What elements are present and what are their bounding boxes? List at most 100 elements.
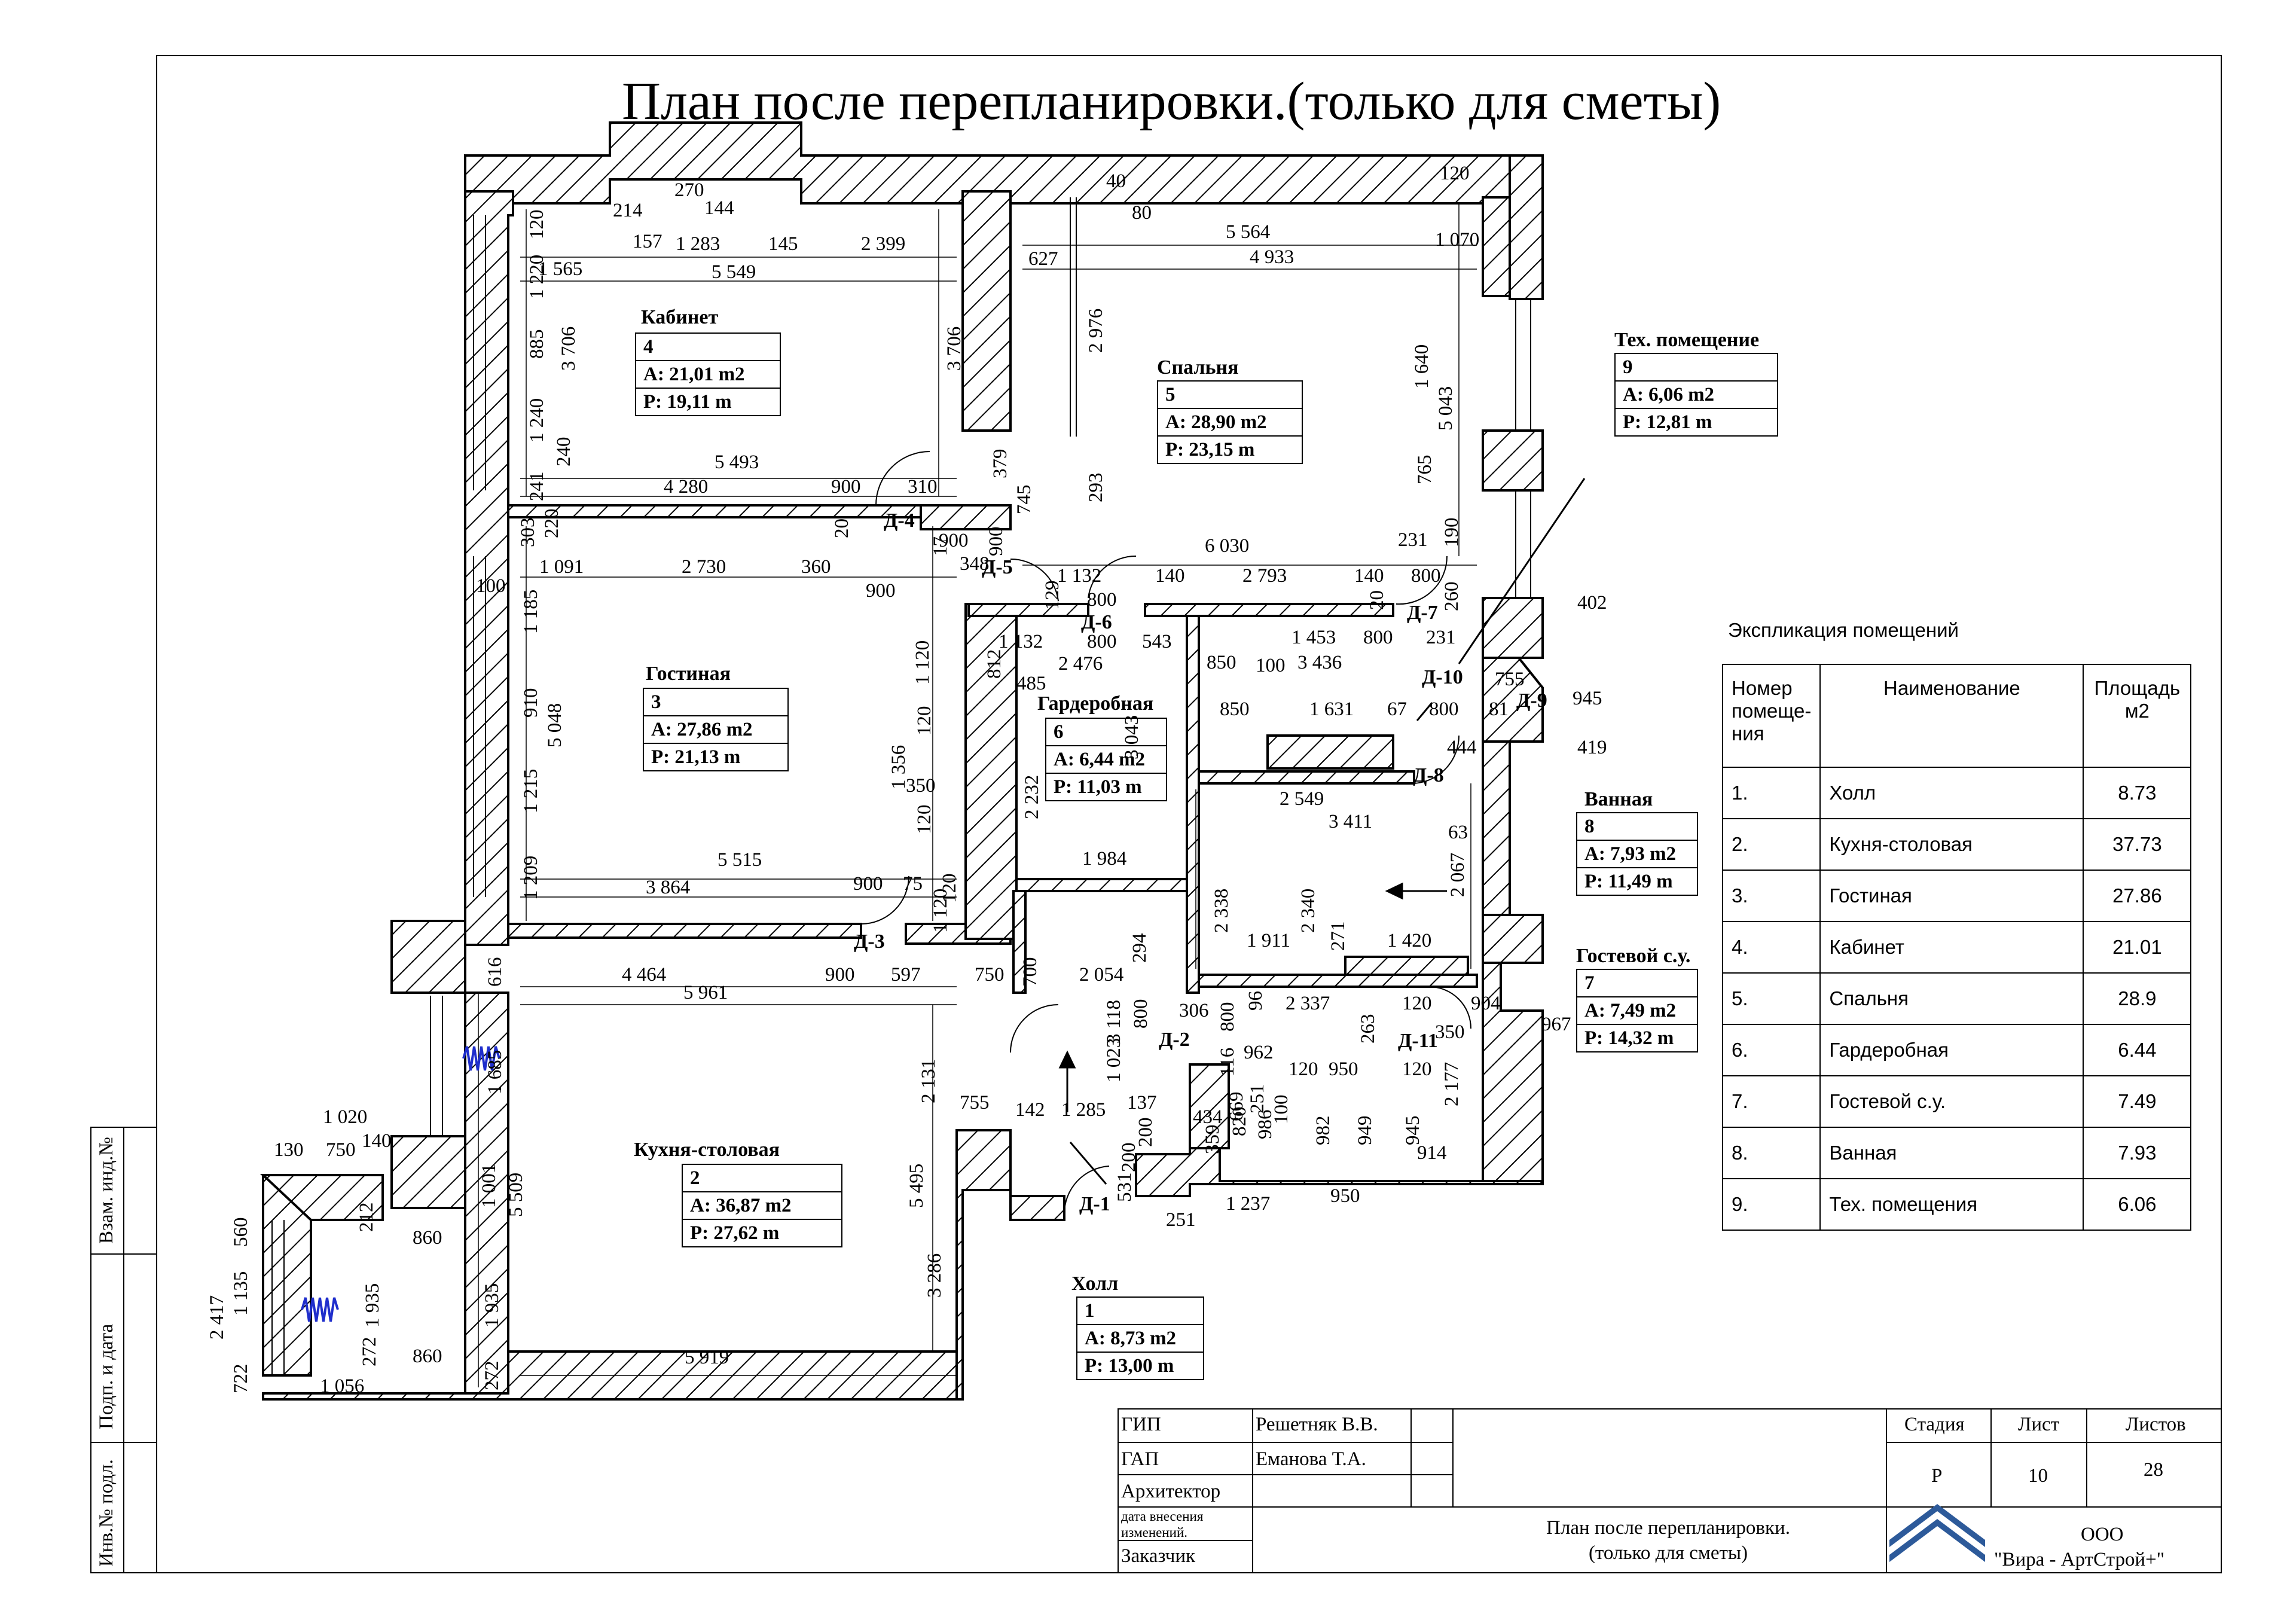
door-tag: Д-2 xyxy=(1159,1029,1190,1051)
stamp-sheets: 28 xyxy=(2144,1459,2163,1481)
dimension-label-vertical: 982 xyxy=(1312,1115,1334,1146)
dimension-label: 444 xyxy=(1447,737,1477,758)
dimension-label: 120 xyxy=(1402,993,1432,1014)
dimension-label-vertical: 765 xyxy=(1414,454,1436,485)
dimension-label-vertical: 260 xyxy=(1441,581,1463,612)
stamp-changes: дата внесения изменений. xyxy=(1121,1509,1204,1540)
room-perimeter: P: 13,00 m xyxy=(1077,1352,1203,1379)
dimension-label: 2 337 xyxy=(1286,993,1330,1014)
dimension-label-vertical: 949 xyxy=(1354,1115,1376,1146)
dimension-label: 270 xyxy=(674,179,704,201)
room-area: A: 21,01 m2 xyxy=(636,360,780,388)
dimension-label-vertical: 212 xyxy=(356,1202,377,1232)
dimension-label-vertical: 722 xyxy=(230,1363,252,1394)
dimension-label: 100 xyxy=(476,575,506,597)
room-perimeter: P: 11,03 m xyxy=(1046,773,1166,800)
dimension-label: 67 xyxy=(1387,698,1407,720)
stamp-sheet: 10 xyxy=(2028,1465,2048,1487)
dimension-label: 850 xyxy=(1207,652,1236,673)
room-area: A: 36,87 m2 xyxy=(683,1191,841,1219)
dimension-label: 80 xyxy=(1132,202,1152,224)
stamp-gap-name: Еманова Т.А. xyxy=(1256,1448,1366,1470)
door-tag: Д-11 xyxy=(1398,1030,1438,1052)
dimension-label: 419 xyxy=(1577,737,1607,758)
dimension-label-vertical: 120 xyxy=(526,209,548,240)
dimension-label-vertical: 1 023 xyxy=(1103,1038,1125,1082)
dimension-label: 1 631 xyxy=(1309,698,1354,720)
room-box-tech: 9 A: 6,06 m2 P: 12,81 m xyxy=(1614,353,1778,437)
dimension-label-vertical: 294 xyxy=(1129,933,1150,963)
room-name-guest-wc: Гостевой с.у. xyxy=(1576,945,1691,967)
stamp-architect: Архитектор xyxy=(1121,1481,1221,1502)
dimension-lines xyxy=(478,203,1477,1387)
page-title: План после перепланировки.(только для см… xyxy=(622,72,1721,131)
dimension-label-vertical: 5 048 xyxy=(544,703,566,748)
room-box-bathroom: 8 A: 7,93 m2 P: 11,49 m xyxy=(1576,812,1698,896)
room-name-kitchen: Кухня-столовая xyxy=(634,1139,780,1161)
dimension-label: 627 xyxy=(1028,248,1058,270)
dimension-label-vertical: 17 xyxy=(930,536,951,556)
room-perimeter: P: 12,81 m xyxy=(1616,408,1777,435)
walls xyxy=(259,121,1544,1401)
dimension-label: 5 493 xyxy=(715,451,759,473)
dimension-label-vertical: 669 xyxy=(1226,1091,1247,1122)
dimension-label: 750 xyxy=(975,964,1004,986)
dimension-label-vertical: 1 135 xyxy=(230,1271,252,1316)
dimension-label-vertical: 2 417 xyxy=(206,1295,228,1340)
dimension-label: 945 xyxy=(1573,688,1602,709)
stamp-sheets-header: Листов xyxy=(2126,1414,2186,1435)
dimension-label-vertical: 5 043 xyxy=(1435,386,1457,431)
dimension-label: 2 549 xyxy=(1280,788,1324,810)
dimension-label: 3 436 xyxy=(1297,652,1342,673)
dimension-label: 750 xyxy=(326,1139,356,1161)
dimension-label-vertical: 800 xyxy=(1217,1002,1238,1032)
dimension-label-vertical: 200 xyxy=(1135,1117,1156,1148)
dimension-label: 800 xyxy=(1411,565,1441,587)
room-name-bedroom: Спальня xyxy=(1157,356,1239,379)
windows xyxy=(271,197,1531,1375)
dimension-label-vertical: 1 240 xyxy=(526,398,548,443)
dimension-label: 900 xyxy=(939,530,969,551)
dimension-label-vertical: 100 xyxy=(1271,1094,1292,1125)
dimension-label-vertical: 531 xyxy=(1114,1172,1135,1203)
dimension-label-vertical: 96 xyxy=(1245,991,1266,1011)
dimension-label: 145 xyxy=(768,233,798,255)
door-swings xyxy=(860,451,1471,1215)
room-number: 2 xyxy=(690,1167,700,1189)
dimension-label: 402 xyxy=(1577,592,1607,614)
explication-title: Экспликация помещений xyxy=(1728,619,1959,641)
dimension-label-vertical: 240 xyxy=(553,437,575,467)
dimension-label: 904 xyxy=(1471,993,1501,1014)
room-number: 1 xyxy=(1085,1300,1095,1322)
dimension-label-vertical: 900 xyxy=(985,526,1007,557)
dimension-label: 755 xyxy=(960,1092,990,1113)
dimension-label-vertical: 263 xyxy=(1357,1014,1379,1044)
dimension-label-vertical: 2 338 xyxy=(1211,888,1232,933)
dimension-label: 850 xyxy=(1220,698,1250,720)
dimension-label: 214 xyxy=(613,200,643,221)
dimension-label-vertical: 1 209 xyxy=(520,855,542,900)
dimension-label: 5 549 xyxy=(712,261,756,283)
dimension-label: 1 283 xyxy=(676,233,720,255)
dimension-label: 6 030 xyxy=(1205,535,1250,557)
dimension-label: 2 399 xyxy=(861,233,906,255)
dimension-label-vertical: 3 286 xyxy=(924,1253,945,1298)
dimension-label: 1 132 xyxy=(1057,565,1102,587)
dimension-label: 967 xyxy=(1541,1014,1571,1035)
dimension-label-vertical: 1 220 xyxy=(526,254,548,299)
table-row: 7.Гостевой с.у.7.49 xyxy=(1721,1075,2192,1128)
door-tag: Д-6 xyxy=(1081,611,1112,633)
dimension-label-vertical: 1 685 xyxy=(484,1050,506,1094)
dimension-label-vertical: 2 232 xyxy=(1021,774,1043,819)
dimension-label-vertical: 120 xyxy=(914,706,935,736)
dimension-label: 4 464 xyxy=(622,964,667,986)
room-area: A: 27,86 m2 xyxy=(644,715,787,743)
stamp-customer: Заказчик xyxy=(1121,1545,1196,1567)
side-label-replace: Взам. инд.№ xyxy=(96,1137,117,1244)
dimension-label: 310 xyxy=(908,476,938,498)
dimension-label-vertical: 945 xyxy=(1402,1115,1424,1146)
door-tag: Д-3 xyxy=(854,931,885,953)
